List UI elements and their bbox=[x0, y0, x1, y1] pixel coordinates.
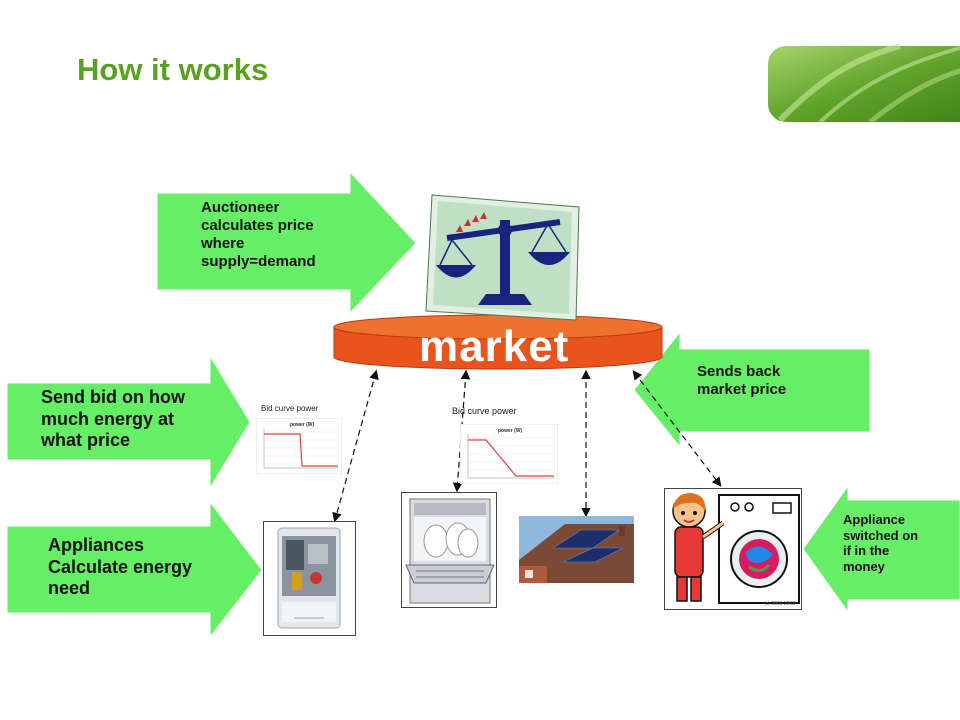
boiler-image bbox=[263, 521, 356, 636]
market-cylinder bbox=[333, 314, 663, 370]
bid-curve-caption-1: Bid curve power bbox=[261, 404, 319, 413]
connector-washer bbox=[632, 370, 722, 487]
solar-panel-icon bbox=[519, 516, 634, 583]
bid-curve-chart-1: power (W) bbox=[255, 417, 343, 475]
bid-curve-heading-2: power (W) bbox=[498, 428, 523, 434]
bid-curve-heading-1: power (W) bbox=[290, 422, 315, 428]
connector-boiler bbox=[332, 369, 379, 523]
bid-curve-caption-2: Bid curve power bbox=[452, 406, 517, 416]
appliances-arrow bbox=[6, 500, 263, 639]
switched-on-label: Appliance switched on if in the money bbox=[843, 512, 919, 574]
dishwasher-icon bbox=[405, 498, 495, 604]
copyright-text: (c) 2008 3003 bbox=[764, 601, 795, 607]
balance-scale-icon bbox=[425, 194, 580, 321]
corner-decoration bbox=[768, 43, 960, 122]
boiler-icon bbox=[277, 527, 341, 629]
solar-panel-image bbox=[519, 516, 634, 583]
send-bid-arrow bbox=[6, 354, 251, 490]
switched-on-arrow bbox=[802, 484, 960, 614]
send-bid-label: Send bid on how much energy at what pric… bbox=[41, 387, 185, 451]
appliances-label: Appliances Calculate energy need bbox=[48, 535, 193, 599]
bid-curve-chart-2: power (W) bbox=[459, 423, 559, 485]
dishwasher-image bbox=[401, 492, 497, 608]
washing-machine-image: (c) 2008 3003 bbox=[664, 488, 802, 610]
auctioneer-arrow bbox=[156, 170, 417, 315]
market-label: market bbox=[419, 322, 570, 371]
auctioneer-label: Auctioneer calculates price where supply… bbox=[201, 199, 316, 270]
page-title: How it works bbox=[77, 52, 269, 87]
sends-back-label: Sends back market price bbox=[697, 363, 787, 398]
washing-machine-icon bbox=[672, 493, 800, 604]
